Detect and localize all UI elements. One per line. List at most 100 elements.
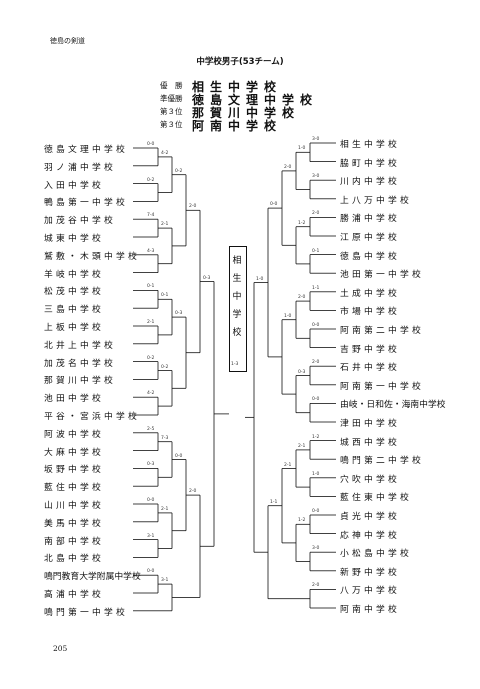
right-team: 土成中学校 [340,288,400,299]
right-team: 池田第一中学校 [340,270,424,281]
left-team: 加茂谷中学校 [44,216,116,227]
score-label: 3-0 [312,174,320,180]
left-team: 池田中学校 [44,394,104,405]
right-team: 小松島中学校 [340,549,412,560]
score-label: 0-2 [161,364,169,370]
score-label: 2-1 [161,222,169,228]
left-team: 美馬中学校 [44,518,104,529]
right-team: 応神中学校 [340,530,400,541]
left-team: 阿波中学校 [44,429,104,440]
winner-box [229,246,247,372]
left-team: 鴨島第一中学校 [44,198,128,209]
right-team: 津田中学校 [340,419,400,429]
result-school: 阿南中学校 [192,119,283,133]
result-rank: 第３位 [160,107,183,116]
score-label: 1-2 [312,434,320,440]
score-label: 0-3 [147,462,155,468]
left-team: 南部中学校 [44,536,104,547]
result-school: 徳島文理中学校 [192,93,319,107]
score-label: 0-1 [161,293,169,299]
right-team: 阿南第一中学校 [340,381,424,392]
score-label: 3-0 [312,546,320,552]
score-label: 3-1 [161,578,169,584]
score-label: 7-3 [161,435,169,441]
left-team: 那賀川中学校 [44,376,116,387]
score-label: 2-1 [298,443,306,449]
right-team: 吉野中学校 [340,344,400,355]
left-team: 入田中学校 [44,180,104,191]
score-label: 0-0 [312,397,320,403]
right-team: 貞光中学校 [340,512,400,522]
left-team: 上板中学校 [44,323,104,333]
score-label: 4-3 [147,248,155,254]
left-team: 北島中学校 [44,554,104,565]
left-team: 羊岐中学校 [44,269,104,280]
score-label: 2-5 [147,426,155,432]
right-team: 城西中学校 [340,437,400,448]
score-label: 3-0 [312,137,320,142]
right-team: 藍住東中学校 [340,493,412,504]
score-label: 0-2 [147,355,155,361]
score-label: 1-2 [298,518,306,524]
score-label: 0-0 [270,202,278,208]
page-number: 205 [53,644,68,653]
score-label: 0-0 [147,142,155,147]
left-team: 城東中学校 [44,234,104,244]
left-team: 平谷・宮浜中学校 [44,412,140,422]
left-team: 大麻中学校 [44,447,104,458]
score-label: 0-0 [147,498,155,503]
right-team: 穴吹中学校 [340,474,400,485]
right-team: 阿南中学校 [340,605,400,615]
header-note: 徳島の剣道 [50,37,85,45]
left-team: 高浦中学校 [44,590,104,600]
right-team: 脇町中学校 [340,158,400,169]
left-team: 北井上中学校 [44,340,116,351]
result-rank: 優 勝 [160,81,183,90]
score-label: 0-1 [147,284,155,290]
score-label: 0-0 [147,569,155,575]
score-label: 2-0 [189,489,197,495]
score-label: 7-4 [147,213,155,219]
left-team: 羽ノ浦中学校 [44,162,116,173]
result-school: 相生中学校 [192,80,283,94]
score-label: 2-1 [161,506,169,512]
right-team: 新野中学校 [340,567,400,578]
right-team: 八万中学校 [340,586,400,597]
score-label: 2-0 [312,360,320,366]
score-label: 0-3 [175,311,183,317]
left-team: 鷲敷・木頭中学校 [44,251,140,262]
left-team: 松茂中学校 [44,287,104,298]
result-rank: 準優勝 [160,94,183,103]
right-team: 市場中学校 [340,307,400,318]
right-team: 阿南第二中学校 [340,326,424,336]
left-team: 徳島文理中学校 [44,145,128,155]
right-team: 相生中学校 [340,140,400,150]
score-label: 0-1 [312,248,320,254]
right-team: 上八万中学校 [340,195,412,206]
right-team: 川内中学校 [340,177,400,188]
right-team: 勝浦中学校 [340,214,400,225]
score-label: 2-0 [312,211,320,217]
score-label: 2-1 [284,462,292,468]
right-team: 鳴門第二中学校 [340,456,424,467]
right-team: 徳島中学校 [340,251,400,262]
left-team: 坂野中学校 [44,465,104,476]
final-score: 1-3 [231,362,239,367]
score-label: 1-0 [312,471,320,477]
score-label: 2-1 [147,320,155,325]
left-team: 鳴門第一中学校 [44,607,128,618]
right-team: 石井中学校 [340,363,400,374]
left-team: 加茂名中学校 [44,358,116,369]
page-title: 中学校男子(53チーム) [196,57,284,67]
score-label: 4-2 [147,391,155,397]
left-team: 鳴門教育大学附属中学校 [44,572,141,583]
score-label: 0-0 [175,453,183,459]
left-team: 藍住中学校 [44,483,104,494]
result-school: 那賀川中学校 [192,106,301,120]
score-label: 4-2 [161,150,169,156]
score-label: 0-0 [312,509,320,514]
score-label: 2-0 [298,295,306,301]
score-label: 0-3 [298,369,306,375]
score-label: 2-0 [189,204,197,210]
left-team: 三島中学校 [44,305,104,316]
